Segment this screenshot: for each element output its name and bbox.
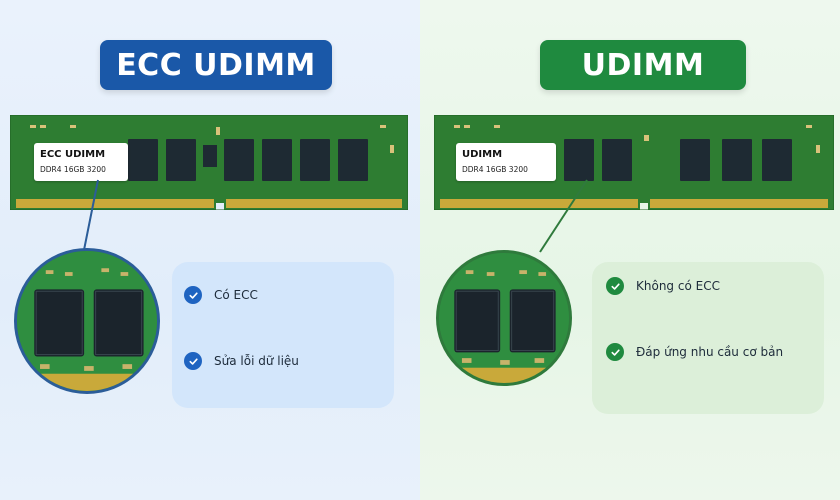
udimm-feature-box xyxy=(592,262,824,414)
ecc-udimm-sticker: ECC UDIMM DDR4 16GB 3200 xyxy=(34,143,128,181)
check-icon xyxy=(184,286,202,304)
ecc-udimm-feature-error-correction: Sửa lỗi dữ liệu xyxy=(184,352,299,370)
udimm-sticker-title: UDIMM xyxy=(462,149,503,160)
feature-label: Không có ECC xyxy=(636,279,720,293)
check-icon xyxy=(606,343,624,361)
ecc-udimm-ram-module xyxy=(10,115,408,210)
udimm-feature-no-ecc: Không có ECC xyxy=(606,277,720,295)
check-icon xyxy=(184,352,202,370)
ecc-udimm-sticker-spec: DDR4 16GB 3200 xyxy=(40,165,106,174)
udimm-panel: UDIMM UDIMM DDR4 16GB 3200 xyxy=(420,0,840,500)
ecc-udimm-sticker-title: ECC UDIMM xyxy=(40,149,106,160)
ecc-udimm-zoom-circle xyxy=(14,248,160,394)
udimm-zoom-circle xyxy=(436,250,572,386)
udimm-sticker-spec: DDR4 16GB 3200 xyxy=(462,165,528,174)
udimm-title: UDIMM xyxy=(540,40,746,90)
ecc-udimm-panel: ECC UDIMM ECC UDIMM DDR4 16G xyxy=(0,0,420,500)
check-icon xyxy=(606,277,624,295)
udimm-feature-basic-needs: Đáp ứng nhu cầu cơ bản xyxy=(606,343,783,361)
ecc-udimm-title: ECC UDIMM xyxy=(100,40,332,90)
feature-label: Đáp ứng nhu cầu cơ bản xyxy=(636,345,784,359)
feature-label: Có ECC xyxy=(214,288,258,302)
feature-label: Sửa lỗi dữ liệu xyxy=(214,354,299,368)
udimm-ram-module xyxy=(434,115,834,210)
udimm-sticker: UDIMM DDR4 16GB 3200 xyxy=(456,143,556,181)
ecc-udimm-feature-ecc: Có ECC xyxy=(184,286,258,304)
ecc-udimm-feature-box xyxy=(172,262,394,408)
